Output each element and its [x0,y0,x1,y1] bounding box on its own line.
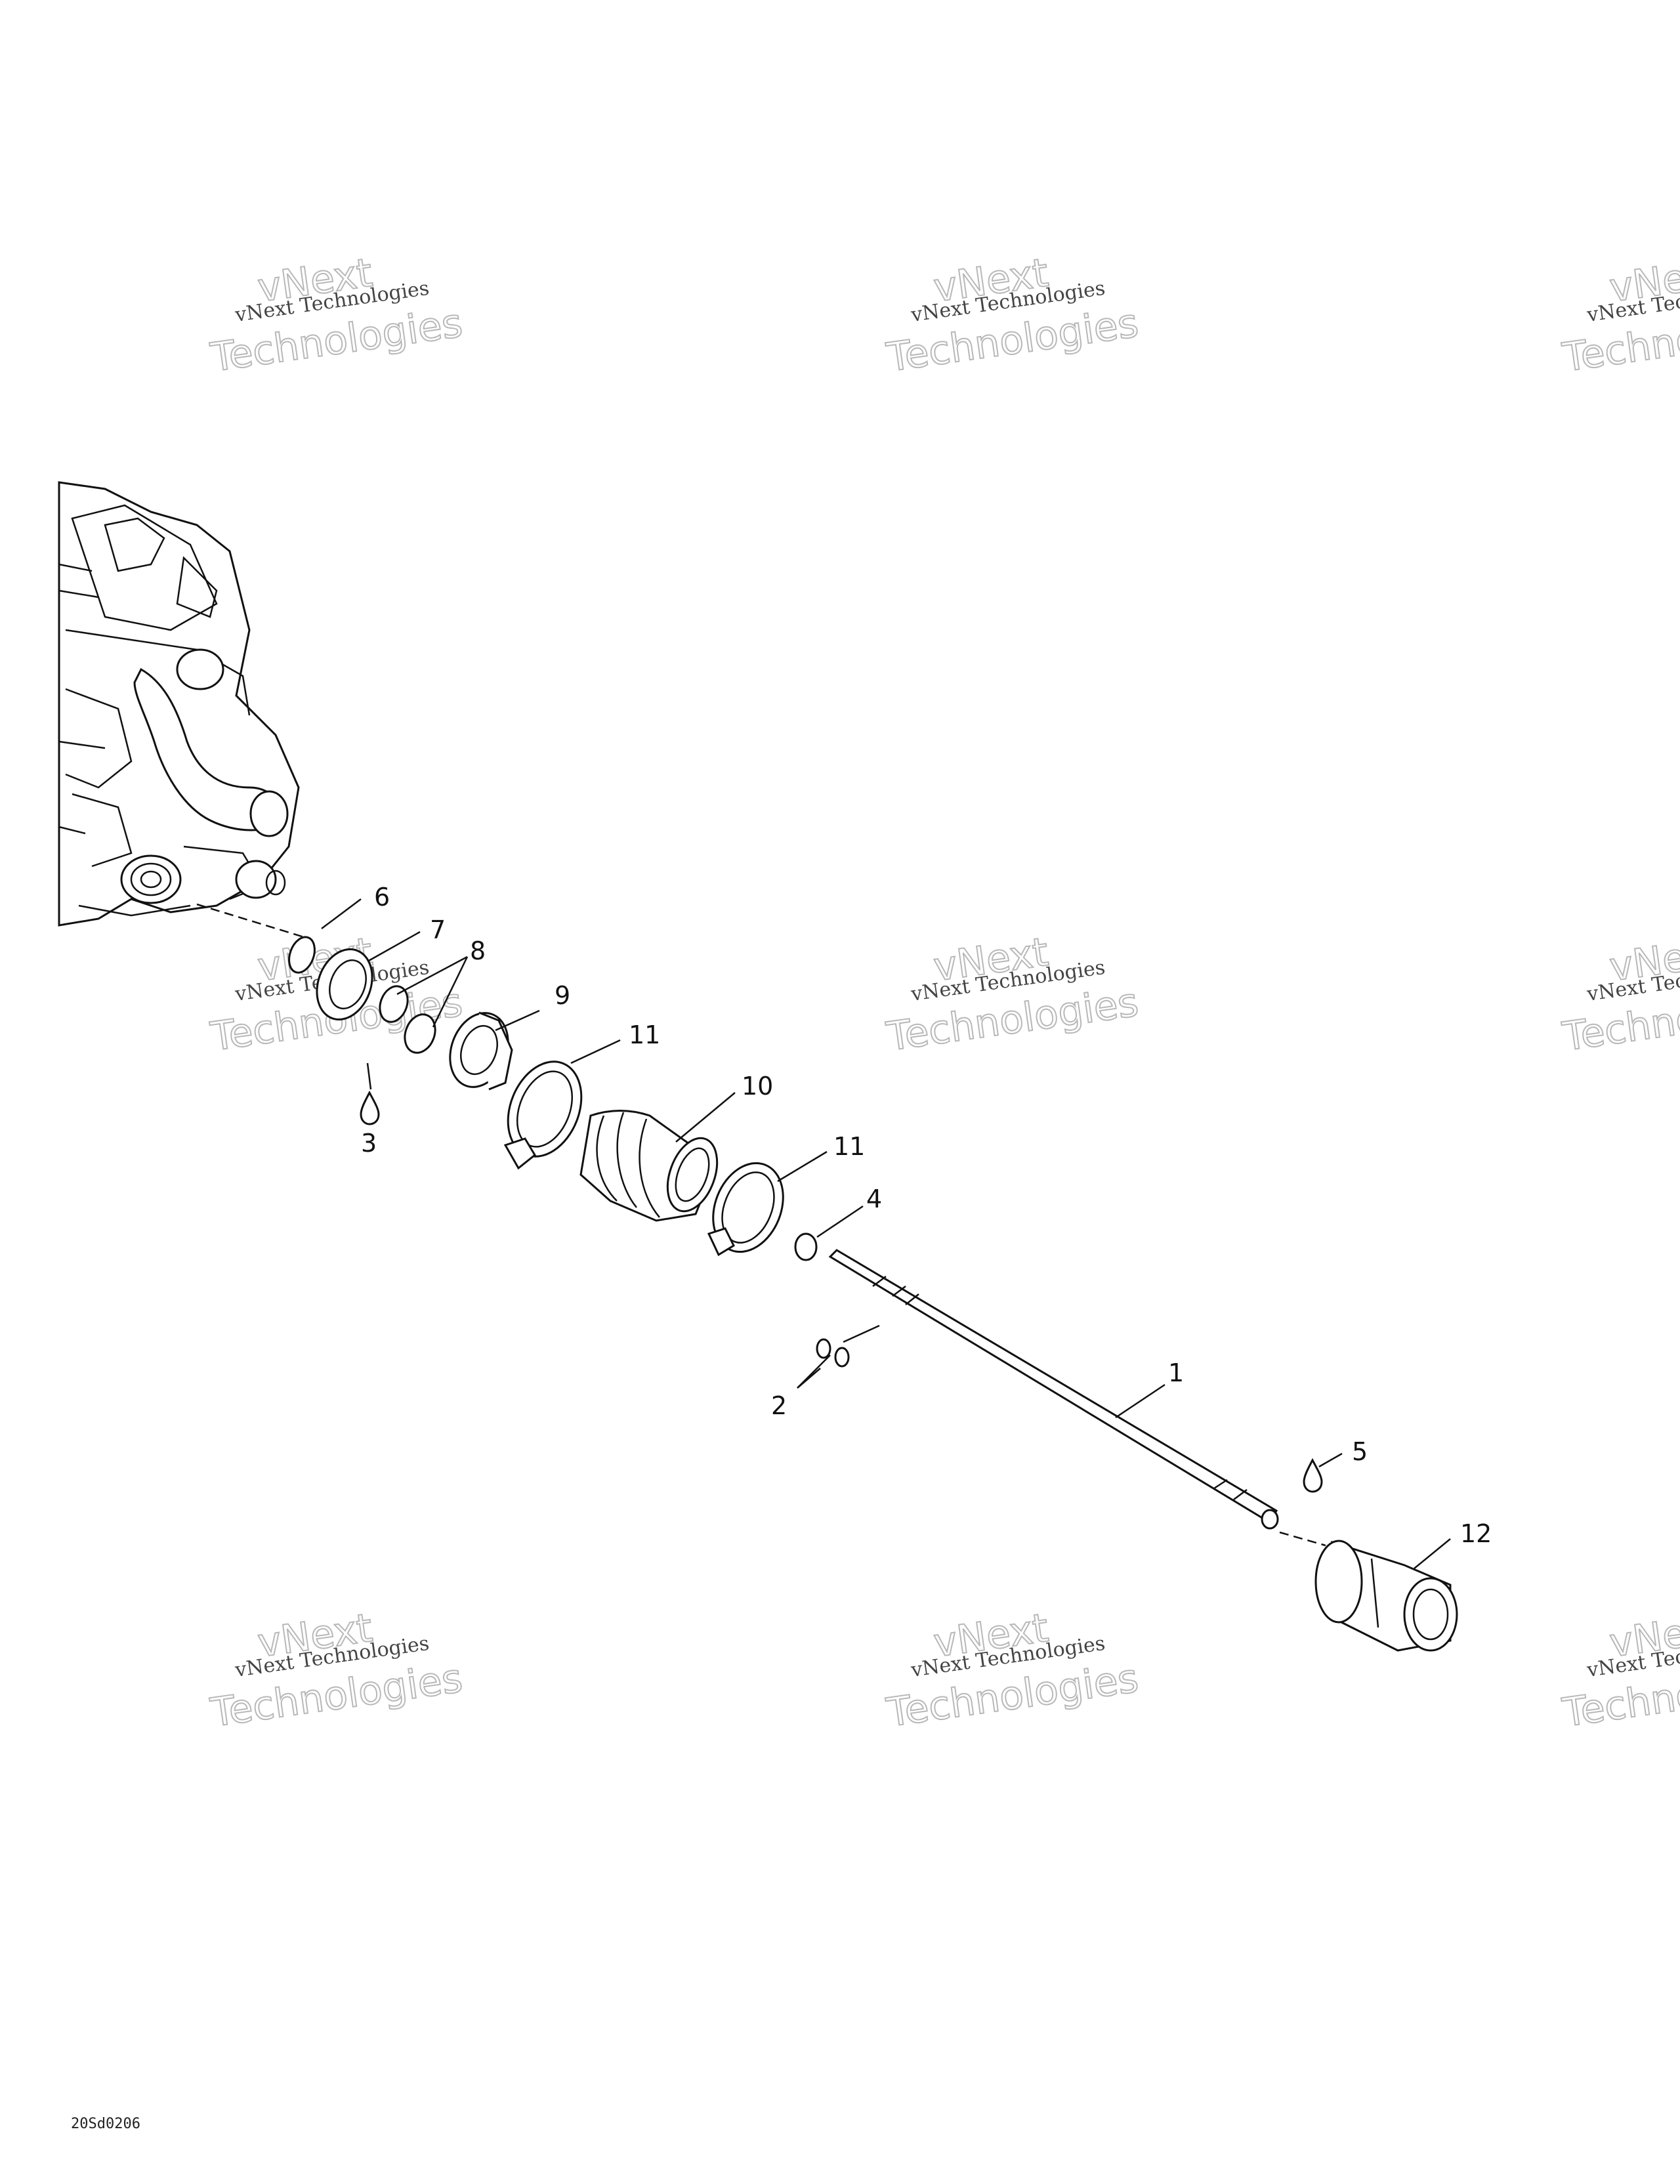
spacer-part-4 [794,1232,818,1261]
callout-11-second: 11 [833,1132,865,1161]
o-ring-part-2b [834,1347,850,1368]
leader-lines [321,898,1451,1569]
boot-part-10 [579,1110,719,1222]
o-ring-part-8b [404,1013,436,1054]
o-ring-part-8a [379,985,409,1023]
axis-line-coupler [1279,1531,1326,1547]
watermark-mid-right: vNext vNext Technologies Technologies [1559,929,1680,1061]
coupler-part-12 [1314,1540,1458,1652]
clamp-part-11-first [503,1060,583,1170]
callout-7: 7 [430,915,446,944]
watermark-bottom-center: vNext vNext Technologies Technologies [883,1605,1142,1737]
callout-5: 5 [1352,1437,1368,1466]
watermark-mid-center: vNext vNext Technologies Technologies [883,929,1142,1061]
watermark-top-right: vNext vNext Technologies Technologies [1559,249,1680,382]
callout-4: 4 [866,1185,882,1213]
axis-line-engine [196,903,309,940]
callout-6: 6 [374,883,390,912]
callout-12: 12 [1460,1519,1492,1548]
grease-drop-part-5 [1303,1458,1323,1493]
watermark-top-left: vNext vNext Technologies Technologies [207,249,466,382]
watermark-bottom-right: vNext vNext Technologies Technologies [1559,1605,1680,1737]
callout-11-first: 11 [629,1020,660,1049]
callout-9: 9 [555,981,570,1010]
engine-assembly [58,481,300,927]
watermark-bottom-left: vNext vNext Technologies Technologies [207,1605,466,1737]
figure-code: 20Sd0206 [71,2116,140,2132]
callout-2: 2 [771,1391,787,1420]
callout-10: 10 [742,1072,773,1101]
drive-shaft-part-1 [828,1249,1279,1530]
clamp-part-11-second [707,1162,784,1257]
seal-part-7 [316,948,373,1020]
o-ring-part-2a [816,1338,831,1359]
callout-8: 8 [470,936,486,965]
callout-3: 3 [361,1129,377,1158]
watermark-top-center: vNext vNext Technologies Technologies [883,249,1142,382]
callout-1: 1 [1168,1358,1184,1387]
bearing-part-9 [449,1011,513,1091]
ring-part-6 [288,936,316,974]
grease-drop-part-3 [360,1090,380,1125]
